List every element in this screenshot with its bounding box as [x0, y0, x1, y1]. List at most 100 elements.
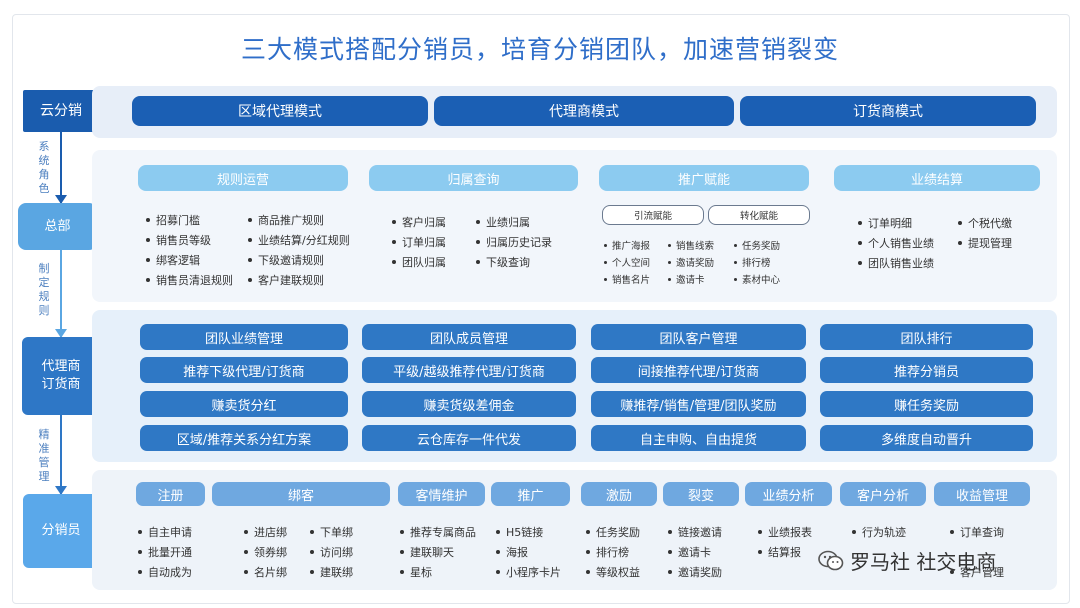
list-item: 业绩归属 [476, 216, 530, 230]
connector-line [60, 132, 62, 203]
agent-grid-cell: 自主申购、自由提货 [591, 425, 806, 451]
dist-header-fission: 裂变 [663, 482, 739, 506]
dist-header-incent: 激励 [581, 482, 657, 506]
list-item: 商品推广规则 [248, 214, 324, 228]
list-item: 归属历史记录 [476, 236, 552, 250]
connector-label: 精准管理 [38, 428, 50, 483]
agent-grid-cell: 团队客户管理 [591, 324, 806, 350]
list-item: 团队销售业绩 [858, 257, 934, 271]
list-item: 销售名片 [604, 274, 650, 288]
list-item: 星标 [400, 566, 432, 580]
dist-header-perf: 业绩分析 [745, 482, 832, 506]
list-item: 进店绑 [244, 526, 287, 540]
list-item: 访问绑 [310, 546, 353, 560]
list-item: 个人销售业绩 [858, 237, 934, 251]
brand-watermark: 罗马社 社交电商 [818, 546, 996, 575]
list-item: 任务奖励 [586, 526, 640, 540]
list-item: 行为轨迹 [852, 526, 906, 540]
arrow-down-icon [55, 329, 67, 338]
connector-label: 系统角色 [38, 140, 50, 195]
tag-conversion-enablement: 转化赋能 [708, 205, 810, 225]
agent-grid-cell: 云仓库存一件代发 [362, 425, 576, 451]
dist-header-promo: 推广 [491, 482, 570, 506]
brand-text: 罗马社 社交电商 [850, 550, 997, 574]
list-item: 提现管理 [958, 237, 1012, 251]
dist-header-income: 收益管理 [934, 482, 1030, 506]
hq-settle-header: 业绩结算 [834, 165, 1040, 191]
dist-header-register: 注册 [136, 482, 205, 506]
agent-grid-cell: 平级/越级推荐代理/订货商 [362, 357, 576, 383]
list-item: 小程序卡片 [496, 566, 561, 580]
tag-traffic-enablement: 引流赋能 [602, 205, 704, 225]
agent-grid-cell: 推荐分销员 [820, 357, 1033, 383]
list-item: 自主申请 [138, 526, 192, 540]
mode-regional-agent: 区域代理模式 [132, 96, 428, 126]
list-item: 名片绑 [244, 566, 287, 580]
list-item: 推广海报 [604, 240, 650, 254]
list-item: 结算报 [758, 546, 801, 560]
list-item: 订单归属 [392, 236, 446, 250]
list-item: 销售员清退规则 [146, 274, 233, 288]
arrow-down-icon [55, 195, 67, 204]
connector-label: 制定规则 [38, 262, 50, 317]
dist-header-care: 客情维护 [398, 482, 485, 506]
list-item: 业绩报表 [758, 526, 812, 540]
list-item: 推荐专属商品 [400, 526, 476, 540]
wechat-icon [818, 550, 844, 570]
list-item: 绑客逻辑 [146, 254, 200, 268]
list-item: 客户归属 [392, 216, 446, 230]
agent-grid-cell: 赚卖货分红 [140, 391, 348, 417]
list-item: 海报 [496, 546, 528, 560]
agent-grid-cell: 团队成员管理 [362, 324, 576, 350]
list-item: 排行榜 [586, 546, 629, 560]
mode-order: 订货商模式 [740, 96, 1036, 126]
list-item: 招募门槛 [146, 214, 200, 228]
agent-grid-cell: 推荐下级代理/订货商 [140, 357, 348, 383]
list-item: H5链接 [496, 526, 543, 540]
list-item: 销售员等级 [146, 234, 211, 248]
list-item: 建联聊天 [400, 546, 454, 560]
agent-grid-cell: 赚卖货级差佣金 [362, 391, 576, 417]
connector-line [60, 415, 62, 494]
list-item: 任务奖励 [734, 240, 780, 254]
mode-agent: 代理商模式 [434, 96, 734, 126]
list-item: 邀请卡 [668, 274, 705, 288]
list-item: 链接邀请 [668, 526, 722, 540]
list-item: 个人空间 [604, 257, 650, 271]
list-item: 客户管理 [950, 566, 1004, 580]
list-item: 客户建联规则 [248, 274, 324, 288]
list-item: 个税代缴 [958, 217, 1012, 231]
agent-grid-cell: 赚推荐/销售/管理/团队奖励 [591, 391, 806, 417]
list-item: 自动成为 [138, 566, 192, 580]
list-item: 领券绑 [244, 546, 287, 560]
list-item: 邀请奖励 [668, 566, 722, 580]
role-cloud-distribution: 云分销 [23, 90, 99, 132]
role-agent: 代理商 订货商 [22, 337, 100, 415]
role-distributor: 分销员 [23, 494, 99, 568]
list-item: 业绩结算/分红规则 [248, 234, 350, 248]
list-item: 下级查询 [476, 256, 530, 270]
role-agent-line2: 订货商 [41, 377, 81, 392]
role-agent-line1: 代理商 [41, 359, 81, 374]
list-item: 订单明细 [858, 217, 912, 231]
hq-query-header: 归属查询 [369, 165, 578, 191]
agent-grid-cell: 间接推荐代理/订货商 [591, 357, 806, 383]
list-item: 批量开通 [138, 546, 192, 560]
hq-promo-header: 推广赋能 [599, 165, 809, 191]
agent-grid-cell: 团队排行 [820, 324, 1033, 350]
list-item: 排行榜 [734, 257, 771, 271]
agent-grid-cell: 多维度自动晋升 [820, 425, 1033, 451]
hq-rules-header: 规则运营 [138, 165, 348, 191]
arrow-down-icon [55, 486, 67, 495]
list-item: 下单绑 [310, 526, 353, 540]
list-item: 邀请卡 [668, 546, 711, 560]
list-item: 等级权益 [586, 566, 640, 580]
connector-line [60, 250, 62, 337]
page-title: 三大模式搭配分销员，培育分销团队，加速营销裂变 [240, 35, 839, 64]
dist-header-cust: 客户分析 [840, 482, 926, 506]
list-item: 订单查询 [950, 526, 1004, 540]
list-item: 素材中心 [734, 274, 780, 288]
agent-grid-cell: 团队业绩管理 [140, 324, 348, 350]
list-item: 销售线索 [668, 240, 714, 254]
list-item: 下级邀请规则 [248, 254, 324, 268]
